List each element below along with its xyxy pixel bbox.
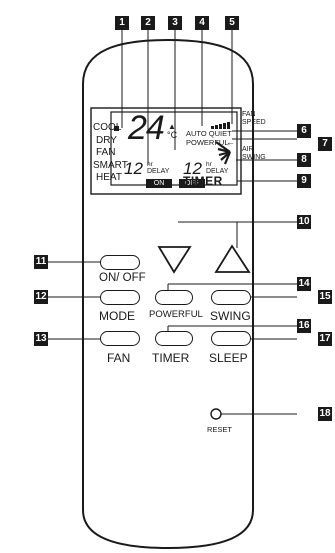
fan-label: FAN (107, 351, 131, 365)
lcd-auto-quiet: AUTO QUIET (186, 129, 232, 138)
callout-14: 14 (297, 277, 311, 291)
callout-7: 7 (318, 137, 332, 151)
lcd-timer-label: TIMER (183, 174, 223, 188)
lcd-fan-speed: FAN SPEED (242, 111, 266, 126)
lcd-off-tag: OFF (179, 179, 205, 188)
callout-13: 13 (34, 332, 48, 346)
lcd-mode-heat: HEAT (96, 172, 122, 184)
on-off-button[interactable] (100, 255, 140, 270)
callout-8: 8 (297, 153, 311, 167)
callout-11: 11 (34, 255, 48, 269)
on-off-label: ON/ OFF (99, 272, 146, 284)
lcd-panel-inner (110, 111, 238, 186)
lcd-air-swing: AIR SWING (242, 146, 266, 161)
lcd-temperature-unit: °C (167, 130, 178, 140)
lcd-on-tag: ON (146, 179, 172, 188)
callout-16: 16 (297, 319, 311, 333)
lcd-off-hr-unit: hr (206, 161, 212, 168)
callout-15: 15 (318, 290, 332, 304)
fan-speed-bars-icon (211, 122, 230, 129)
callout-2: 2 (141, 16, 155, 30)
callout-12: 12 (34, 290, 48, 304)
lcd-mode-list: COOL DRY FAN SMART HEAT (93, 122, 128, 185)
lcd-powerful-arrow-icon: ← (226, 137, 235, 147)
powerful-button[interactable] (155, 290, 193, 305)
callout-1: 1 (115, 16, 129, 30)
callout-17: 17 (318, 332, 332, 346)
lcd-off-delay: DELAY (206, 168, 229, 175)
callout-leader-lines (48, 30, 297, 415)
lcd-on-hr-unit: hr (147, 161, 153, 168)
lcd-off-timer-hours: 12 (183, 159, 202, 178)
timer-button[interactable] (155, 331, 193, 346)
callout-10: 10 (297, 215, 311, 229)
callout-18: 18 (318, 407, 332, 421)
swing-label: SWING (210, 309, 251, 323)
lcd-mode-fan: FAN (96, 147, 116, 159)
sleep-label: SLEEP (209, 351, 248, 365)
remote-body-outline (82, 38, 254, 550)
reset-pinhole (210, 408, 222, 420)
callout-5: 5 (225, 16, 239, 30)
lcd-panel-outer (90, 107, 242, 195)
timer-label: TIMER (152, 351, 190, 365)
sleep-button[interactable] (211, 331, 251, 346)
callout-6: 6 (297, 124, 311, 138)
mode-button[interactable] (100, 290, 140, 305)
lcd-temperature: 24 (128, 109, 165, 147)
temp-down-button-shape (157, 246, 192, 274)
swing-button[interactable] (211, 290, 251, 305)
lcd-on-timer-hours: 12 (124, 159, 143, 178)
mode-label: MODE (99, 309, 135, 323)
lcd-powerful: POWERFUL (186, 138, 229, 147)
lcd-on-delay: DELAY (147, 168, 170, 175)
fan-button[interactable] (100, 331, 140, 346)
lcd-up-arrow-icon: ▲ (168, 122, 176, 131)
lcd-mode-cool: COOL (93, 122, 122, 133)
reset-label: RESET (207, 425, 233, 434)
lcd-mode-smart: SMART (93, 159, 128, 171)
callout-3: 3 (168, 16, 182, 30)
lcd-mode-dry: DRY (96, 134, 117, 146)
powerful-label: POWERFUL (149, 309, 203, 320)
temp-up-button-shape (214, 244, 251, 273)
air-swing-icon (215, 141, 232, 165)
lcd-mode-marker (114, 126, 119, 131)
callout-9: 9 (297, 174, 311, 188)
callout-4: 4 (195, 16, 209, 30)
